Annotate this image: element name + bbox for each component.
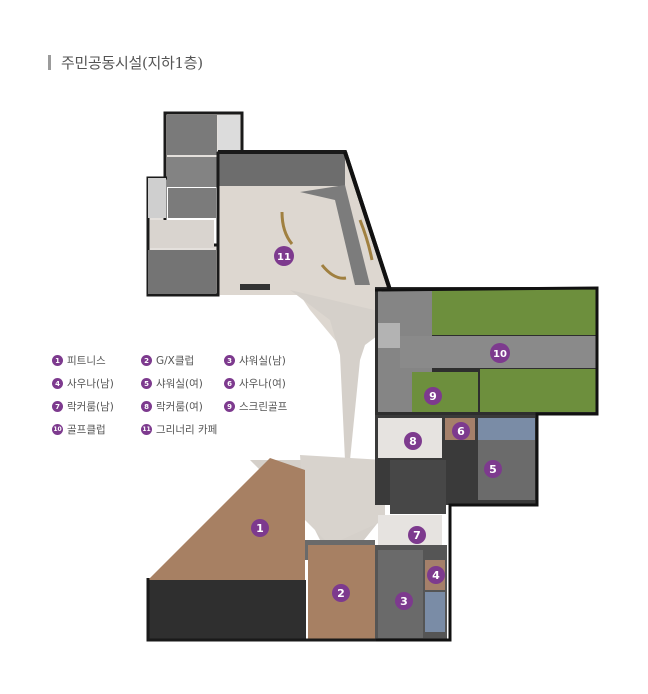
- svg-text:10: 10: [493, 349, 507, 360]
- legend-label: 그리너리 카페: [156, 424, 218, 436]
- marker-8[interactable]: 8: [404, 432, 422, 450]
- legend-item-5: 5 샤워실(여): [141, 376, 203, 391]
- legend-badge: 6: [224, 378, 235, 389]
- marker-9[interactable]: 9: [424, 387, 442, 405]
- legend-badge: 7: [52, 401, 63, 412]
- legend-badge: 1: [52, 355, 63, 366]
- legend-badge: 3: [224, 355, 235, 366]
- legend-item-11: 11 그리너리 카페: [141, 422, 217, 437]
- marker-10[interactable]: 10: [490, 343, 510, 363]
- marker-6[interactable]: 6: [452, 422, 470, 440]
- golf-zone: [375, 287, 597, 415]
- legend-label: 락커룸(여): [156, 401, 203, 413]
- legend-badge: 9: [224, 401, 235, 412]
- legend-label: 골프클럽: [67, 424, 106, 436]
- svg-text:7: 7: [413, 529, 421, 542]
- page-title: 주민공동시설(지하1층): [48, 52, 203, 72]
- fitness-zone: [146, 458, 376, 642]
- title-bar: [48, 54, 51, 70]
- legend-item-1: 1 피트니스: [52, 353, 106, 368]
- title-text: 주민공동시설(지하1층): [61, 53, 203, 72]
- svg-text:3: 3: [400, 595, 408, 608]
- marker-4[interactable]: 4: [427, 566, 445, 584]
- legend-label: 샤워실(남): [239, 355, 286, 367]
- cafe-area: [216, 150, 395, 352]
- legend-badge: 5: [141, 378, 152, 389]
- legend-item-3: 3 샤워실(남): [224, 353, 286, 368]
- marker-1[interactable]: 1: [251, 519, 269, 537]
- legend-item-2: 2 G/X클럽: [141, 353, 194, 368]
- legend-label: 사우나(남): [67, 378, 114, 390]
- legend-label: 피트니스: [67, 355, 106, 367]
- legend-badge: 8: [141, 401, 152, 412]
- legend-item-9: 9 스크린골프: [224, 399, 287, 414]
- legend-label: 락커룸(남): [67, 401, 114, 413]
- legend-item-6: 6 사우나(여): [224, 376, 286, 391]
- marker-3[interactable]: 3: [395, 592, 413, 610]
- legend-badge: 4: [52, 378, 63, 389]
- marker-11[interactable]: 11: [274, 246, 294, 266]
- legend-badge: 10: [52, 424, 63, 435]
- legend-badge: 11: [141, 424, 152, 435]
- legend-item-4: 4 사우나(남): [52, 376, 114, 391]
- legend-label: 샤워실(여): [156, 378, 203, 390]
- svg-text:4: 4: [432, 569, 440, 582]
- marker-2[interactable]: 2: [332, 584, 350, 602]
- outer-walls: [343, 151, 599, 642]
- svg-text:8: 8: [409, 435, 417, 448]
- svg-text:9: 9: [429, 390, 437, 403]
- legend-label: G/X클럽: [156, 355, 195, 367]
- legend-item-10: 10 골프클럽: [52, 422, 106, 437]
- legend-item-8: 8 락커룸(여): [141, 399, 203, 414]
- svg-text:6: 6: [457, 425, 465, 438]
- svg-text:1: 1: [256, 522, 264, 535]
- marker-5[interactable]: 5: [484, 460, 502, 478]
- upper-left-block: [146, 111, 244, 297]
- legend-badge: 2: [141, 355, 152, 366]
- legend-label: 스크린골프: [239, 401, 288, 413]
- svg-text:11: 11: [277, 252, 291, 263]
- legend-item-7: 7 락커룸(남): [52, 399, 114, 414]
- svg-text:2: 2: [337, 587, 345, 600]
- legend-label: 사우나(여): [239, 378, 286, 390]
- marker-7[interactable]: 7: [408, 526, 426, 544]
- room-markers: 1 2 3 4 5 6 7 8: [251, 246, 510, 610]
- svg-text:5: 5: [489, 463, 497, 476]
